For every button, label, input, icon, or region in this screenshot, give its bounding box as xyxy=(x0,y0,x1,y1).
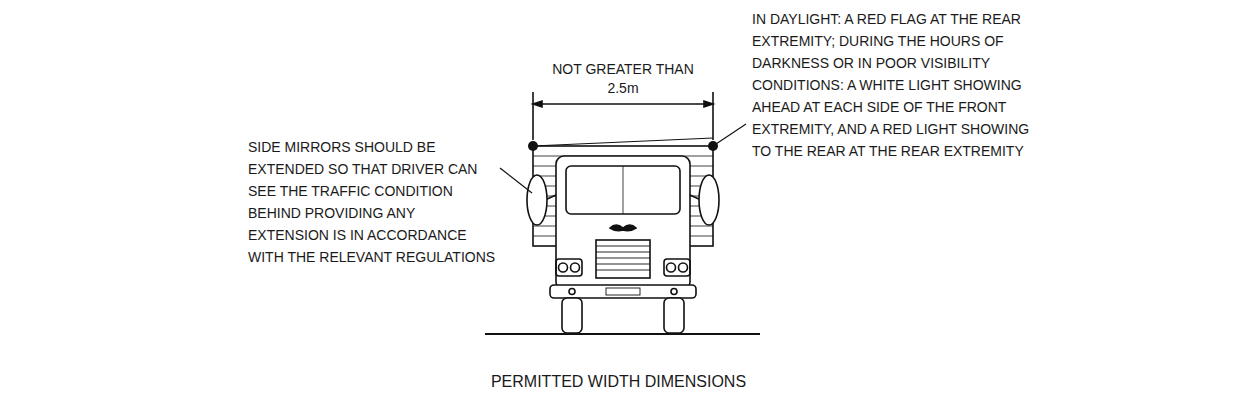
cab xyxy=(556,156,690,290)
leader-line xyxy=(716,124,746,144)
caption: PERMITTED WIDTH DIMENSIONS xyxy=(0,372,1237,392)
note-text: SIDE MIRRORS SHOULD BE EXTENDED SO THAT … xyxy=(248,136,496,268)
dimension-arrow xyxy=(533,101,713,107)
extension-line xyxy=(532,92,534,140)
ground-line xyxy=(485,333,760,335)
bumper xyxy=(550,285,696,298)
leader-line xyxy=(500,168,532,193)
extension-line xyxy=(712,92,714,140)
windshield xyxy=(566,166,680,214)
wheel xyxy=(562,298,582,333)
headlight xyxy=(556,259,582,276)
dimension-line xyxy=(533,103,713,105)
note-text: IN DAYLIGHT: A RED FLAG AT THE REAR EXTR… xyxy=(752,8,1042,162)
headlight xyxy=(664,259,690,276)
dimension-label: NOT GREATER THAN 2.5m xyxy=(552,60,694,98)
emblem xyxy=(610,225,636,231)
grille xyxy=(596,240,650,278)
marker-light xyxy=(528,141,538,151)
wheel xyxy=(664,298,684,333)
marker-light xyxy=(708,141,718,151)
flag-line xyxy=(533,138,713,146)
side-mirror xyxy=(527,175,547,225)
side-mirror xyxy=(699,175,719,225)
